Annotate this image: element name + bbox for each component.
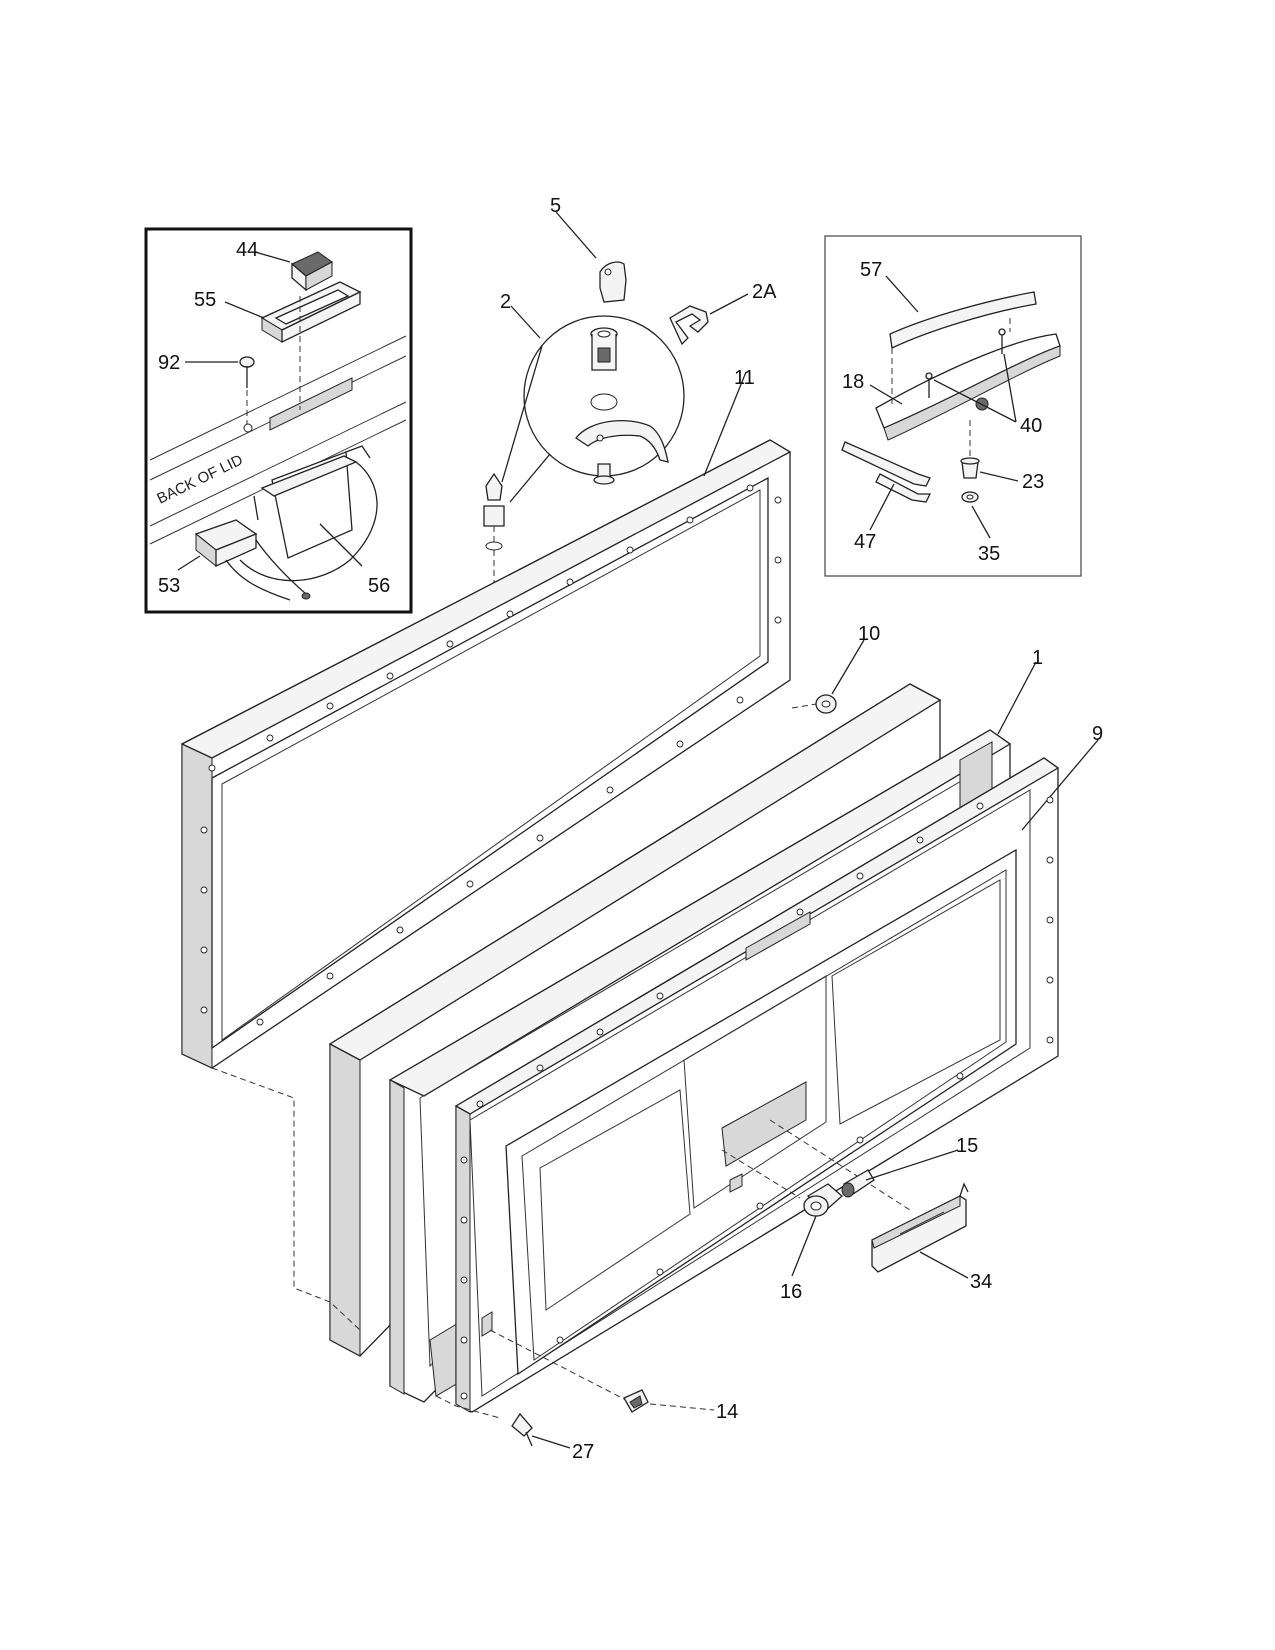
inset-right-alignment bbox=[891, 318, 1011, 458]
small-key bbox=[485, 472, 503, 501]
small-o-ring bbox=[485, 541, 503, 551]
wire-connector-53 bbox=[194, 495, 311, 601]
lock-cam bbox=[575, 420, 669, 463]
callout-34: 34 bbox=[970, 1271, 992, 1293]
leader-2 bbox=[510, 305, 541, 339]
leader-53 bbox=[177, 555, 201, 571]
magnifier-line-b bbox=[509, 453, 551, 503]
lid-cutout bbox=[269, 377, 353, 431]
assembly-guide-cover bbox=[769, 1119, 911, 1211]
light-cover-34 bbox=[871, 1182, 969, 1273]
leader-11 bbox=[703, 371, 747, 477]
handle-cover-57 bbox=[889, 291, 1037, 349]
callout-11: 11 bbox=[734, 367, 755, 389]
leader-44 bbox=[254, 251, 291, 263]
callout-23: 23 bbox=[1022, 471, 1044, 493]
leader-27 bbox=[531, 1435, 571, 1449]
door-liner-9 bbox=[454, 757, 1060, 1413]
liner-rivets bbox=[460, 796, 1054, 1400]
liner-center-compartment bbox=[683, 975, 827, 1209]
leader-10 bbox=[831, 639, 865, 695]
handle-base-18 bbox=[875, 333, 1061, 441]
assembly-guide-bottom bbox=[435, 1395, 501, 1419]
spring-clip-47 bbox=[841, 441, 932, 503]
screws-40 bbox=[928, 334, 1003, 398]
inset-frame-right bbox=[824, 235, 1082, 577]
door-gasket-11 bbox=[180, 439, 792, 1069]
callout-40: 40 bbox=[1020, 415, 1042, 437]
mounting-hole bbox=[243, 423, 253, 433]
callout-14: 14 bbox=[716, 1401, 738, 1423]
lock-o-ring bbox=[590, 393, 618, 411]
inset-alignment-lines bbox=[246, 296, 301, 424]
magnifier-line-a bbox=[501, 345, 543, 483]
callout-labels: 5 2A 2 11 44 55 92 53 56 57 18 40 23 47 … bbox=[158, 195, 1103, 1463]
assembly-guide-switch bbox=[489, 1329, 627, 1401]
liner-right-compartment bbox=[831, 879, 1001, 1125]
light-switch-44 bbox=[291, 251, 333, 292]
callout-15: 15 bbox=[956, 1135, 978, 1157]
liner-left-compartment bbox=[539, 1089, 691, 1311]
callout-47: 47 bbox=[854, 531, 876, 553]
leader-14-dash bbox=[649, 1403, 715, 1411]
callout-10: 10 bbox=[858, 623, 880, 645]
callout-55: 55 bbox=[194, 289, 216, 311]
leader-1 bbox=[997, 661, 1037, 735]
light-bulb-15 bbox=[841, 1169, 875, 1198]
lock-clip-2A bbox=[669, 305, 709, 346]
screw-27 bbox=[511, 1412, 533, 1447]
callout-57: 57 bbox=[860, 259, 882, 281]
leader-5 bbox=[555, 211, 597, 259]
callout-53: 53 bbox=[158, 575, 180, 597]
light-socket-16 bbox=[803, 1183, 843, 1217]
callout-2A: 2A bbox=[752, 281, 777, 303]
assembly-guide-bulb bbox=[721, 1149, 801, 1199]
callout-9: 9 bbox=[1092, 723, 1103, 745]
bumper-10 bbox=[815, 694, 837, 714]
lock-cylinder-2 bbox=[590, 327, 618, 371]
liner-light-housing bbox=[721, 1081, 807, 1167]
callout-18: 18 bbox=[842, 371, 864, 393]
leader-35 bbox=[971, 505, 991, 539]
switch-housing-56 bbox=[239, 445, 378, 582]
callout-92: 92 bbox=[158, 352, 180, 374]
leader-55 bbox=[224, 301, 265, 319]
liner-label-plate bbox=[745, 911, 811, 961]
leader-16 bbox=[791, 1215, 817, 1277]
switch-bezel-55 bbox=[260, 281, 362, 344]
callout-5: 5 bbox=[550, 195, 561, 217]
leader-15 bbox=[865, 1149, 959, 1181]
back-of-lid-label: BACK OF LID bbox=[154, 451, 246, 507]
small-cylinder bbox=[483, 505, 505, 527]
callout-35: 35 bbox=[978, 543, 1000, 565]
back-of-lid-band bbox=[149, 335, 407, 527]
gasket-rivets bbox=[200, 484, 782, 1026]
leader-23 bbox=[979, 471, 1019, 482]
callout-1: 1 bbox=[1032, 647, 1043, 669]
callout-2: 2 bbox=[500, 291, 511, 313]
leader-56 bbox=[319, 523, 363, 567]
leader-18 bbox=[869, 384, 903, 405]
door-switch-14 bbox=[623, 1389, 649, 1413]
callout-27: 27 bbox=[572, 1441, 594, 1463]
inset-light-switch: BACK OF LID bbox=[144, 227, 413, 614]
callout-56: 56 bbox=[368, 575, 390, 597]
leader-40 bbox=[933, 353, 1017, 423]
leader-34 bbox=[919, 1251, 969, 1279]
inset-handle bbox=[824, 235, 1082, 577]
back-of-lid-band-inner bbox=[149, 355, 407, 545]
leader-47 bbox=[869, 483, 895, 531]
liner-bulb-port bbox=[729, 1173, 743, 1193]
bumper-dash bbox=[791, 703, 817, 709]
callout-44: 44 bbox=[236, 239, 258, 261]
inset-frame-left bbox=[144, 227, 413, 614]
leader-9 bbox=[1021, 739, 1099, 831]
screw-92 bbox=[239, 356, 255, 388]
lock-key-5 bbox=[599, 261, 627, 303]
callout-16: 16 bbox=[780, 1281, 802, 1303]
liner-switch-port bbox=[481, 1311, 493, 1337]
leader-2A bbox=[709, 293, 749, 315]
leader-57 bbox=[885, 275, 919, 313]
